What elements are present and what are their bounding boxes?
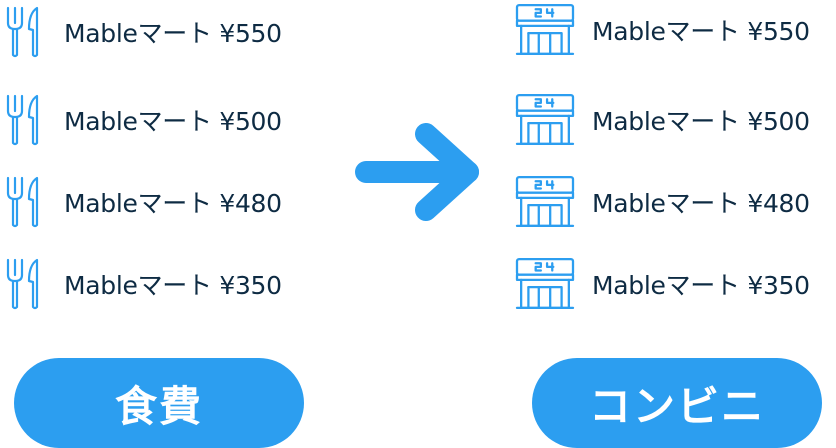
convenience-store-24-icon: [512, 174, 578, 230]
convenience-store-24-icon: [512, 2, 578, 58]
expense-label: Mableマート ¥350: [64, 271, 282, 300]
fork-knife-icon: [0, 5, 52, 59]
convenience-store-category-badge: コンビニ: [532, 358, 822, 448]
expense-row: Mableマート ¥480: [0, 172, 282, 232]
food-category-badge: 食費: [14, 358, 304, 448]
fork-knife-icon: [0, 175, 52, 229]
convenience-store-24-icon: [512, 92, 578, 148]
expense-label: Mableマート ¥550: [592, 17, 810, 46]
expense-row: Mableマート ¥500: [512, 90, 810, 150]
expense-label: Mableマート ¥350: [592, 271, 810, 300]
food-category-label: 食費: [114, 381, 203, 431]
expense-label: Mableマート ¥480: [592, 189, 810, 218]
expense-row: Mableマート ¥480: [512, 172, 810, 232]
fork-knife-icon: [0, 93, 52, 147]
expense-row: Mableマート ¥500: [0, 90, 282, 150]
expense-row: Mableマート ¥550: [0, 2, 282, 62]
expense-label: Mableマート ¥480: [64, 189, 282, 218]
expense-row: Mableマート ¥350: [512, 254, 810, 314]
expense-label: Mableマート ¥550: [64, 19, 282, 48]
expense-label: Mableマート ¥500: [64, 107, 282, 136]
convenience-store-category-label: コンビニ: [588, 381, 765, 431]
expense-row: Mableマート ¥550: [512, 0, 810, 60]
fork-knife-icon: [0, 257, 52, 311]
expense-row: Mableマート ¥350: [0, 254, 282, 314]
convenience-store-24-icon: [512, 256, 578, 312]
arrow-right-icon: [355, 123, 479, 221]
expense-label: Mableマート ¥500: [592, 107, 810, 136]
